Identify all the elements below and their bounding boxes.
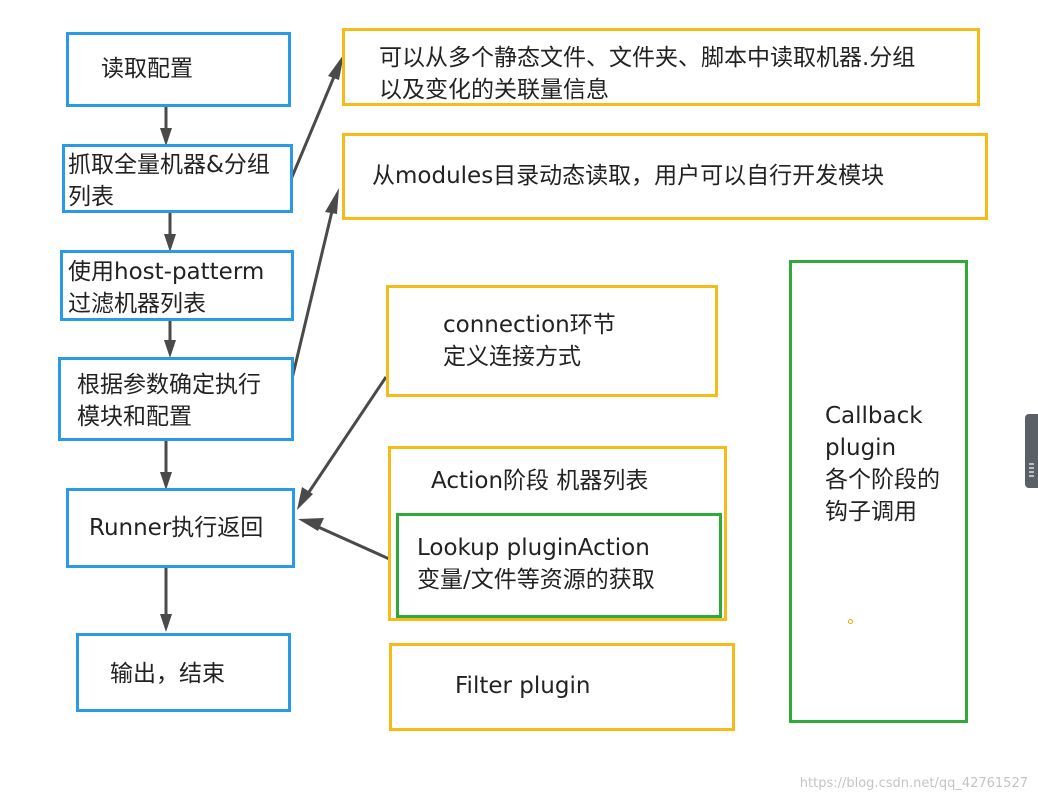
connection-label-line1: connection环节 [443,312,616,338]
side-scroll-handle[interactable] [1025,414,1038,488]
modules-note-label: 从modules目录动态读取，用户可以自行开发模块 [372,163,885,189]
lookup-plugin-box: Lookup pluginAction 变量/文件等资源的获取 [396,513,722,618]
callback-plugin-line3: 各个阶段的 [825,467,940,493]
grip-line [1029,475,1034,477]
grip-line [1029,467,1034,469]
arrow-connection-to-runner [303,376,388,499]
lookup-plugin-label-line1: Lookup pluginAction [417,535,650,561]
small-orange-dot [848,619,853,624]
inventory-note-box: 可以从多个静态文件、文件夹、脚本中读取机器.分组 以及变化的关联量信息 [342,28,980,106]
arrow-determine-to-modules-note [289,206,335,384]
output-end-box: 输出，结束 [76,633,291,712]
filter-hosts-box: 使用host-patterm 过滤机器列表 [60,250,294,321]
lookup-plugin-label-line2: 变量/文件等资源的获取 [417,567,655,593]
arrowhead-fetch-to-filter [164,234,176,252]
action-stage-label: Action阶段 机器列表 [431,468,649,494]
arrowhead-lookup-to-runner [298,518,324,531]
arrow-lookup-to-runner [315,524,397,564]
determine-module-label-line1: 根据参数确定执行 [77,372,261,398]
filter-plugin-label: Filter plugin [455,673,591,699]
filter-hosts-label-line1: 使用host-patterm [68,259,265,285]
filter-plugin-box: Filter plugin [389,643,735,731]
callback-plugin-line2: plugin [825,435,897,461]
connection-box: connection环节 定义连接方式 [386,285,718,397]
inventory-note-line1: 可以从多个静态文件、文件夹、脚本中读取机器.分组 [379,45,916,71]
determine-module-box: 根据参数确定执行 模块和配置 [58,357,294,441]
arrowhead-read-to-fetch [160,128,172,146]
read-config-label: 读取配置 [101,56,193,82]
fetch-hosts-box: 抓取全量机器&分组 列表 [62,144,293,213]
filter-hosts-label-line2: 过滤机器列表 [68,291,206,317]
inventory-note-line2: 以及变化的关联量信息 [379,77,609,103]
read-config-box: 读取配置 [66,32,291,107]
callback-plugin-box: Callback plugin 各个阶段的 钩子调用 [789,260,968,723]
arrowhead-fetch-to-inventory-note [328,54,344,80]
runner-box: Runner执行返回 [66,488,295,568]
runner-label: Runner执行返回 [89,515,264,541]
fetch-hosts-label-line2: 列表 [68,184,114,210]
arrowhead-determine-to-runner [160,472,172,490]
arrow-fetch-to-inventory-note [290,71,338,178]
grip-line [1029,471,1034,473]
fetch-hosts-label-line1: 抓取全量机器&分组 [68,152,270,178]
determine-module-label-line2: 模块和配置 [77,404,192,430]
grip-line [1029,463,1034,465]
output-end-label: 输出，结束 [110,661,225,687]
arrowhead-runner-to-output [160,614,172,632]
arrowhead-determine-to-modules-note [325,188,339,214]
arrowhead-connection-to-runner [297,487,313,510]
modules-note-box: 从modules目录动态读取，用户可以自行开发模块 [342,133,988,220]
callback-plugin-line4: 钩子调用 [825,499,917,525]
connection-label-line2: 定义连接方式 [443,344,581,370]
csdn-watermark: https://blog.csdn.net/qq_42761527 [799,776,1028,791]
arrowhead-filter-to-determine [164,340,176,358]
callback-plugin-line1: Callback [825,403,923,429]
